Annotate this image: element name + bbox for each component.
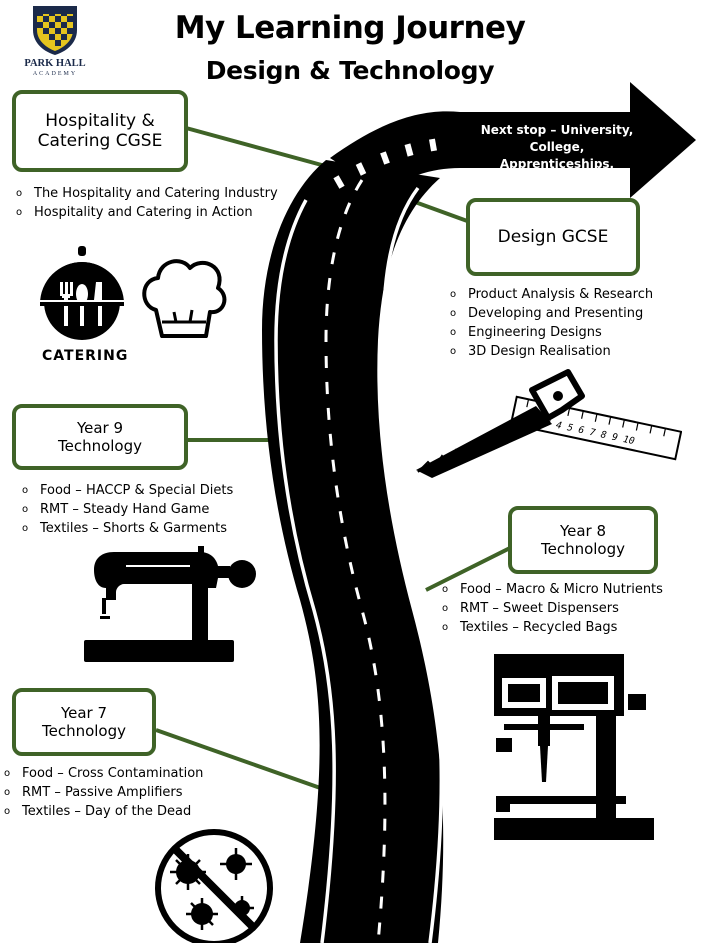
year9-box: Year 9 Technology [12, 404, 188, 470]
connector-year8 [425, 546, 511, 592]
school-name: PARK HALL [24, 58, 86, 69]
page-title: My Learning Journey [174, 10, 526, 46]
list-item: Food – Cross Contamination [4, 764, 203, 783]
list-item: 3D Design Realisation [450, 342, 653, 361]
school-logo: PARK HALL ACADEMY [20, 4, 90, 84]
design-gcse-label: Design GCSE [497, 226, 609, 247]
year9-label-line-2: Technology [57, 437, 143, 455]
list-item: RMT – Passive Amplifiers [4, 783, 203, 802]
chef-hat-icon [142, 259, 227, 338]
list-item: Textiles – Day of the Dead [4, 802, 203, 821]
page-subtitle: Design & Technology [205, 56, 495, 85]
year7-label-line-1: Year 7 [60, 704, 108, 722]
design-gcse-box: Design GCSE [466, 198, 640, 276]
list-item: Hospitality and Catering in Action [16, 203, 278, 222]
arrow-icon [330, 82, 696, 198]
year7-topics: Food – Cross Contamination RMT – Passive… [4, 764, 203, 821]
list-item: Engineering Designs [450, 323, 653, 342]
list-item: Textiles – Shorts & Garments [22, 519, 233, 538]
next-stop-text: Next stop – University, College, Apprent… [472, 122, 642, 190]
catering-label: CATERING [42, 348, 129, 364]
pillar-drill-icon [494, 654, 654, 840]
saw-icon: 1 2 3 4 5 6 7 8 9 10 [416, 369, 682, 478]
school-tagline: ACADEMY [32, 71, 78, 77]
year8-box: Year 8 Technology [508, 506, 658, 574]
no-germs-icon [155, 829, 273, 943]
year7-label-line-2: Technology [41, 722, 127, 740]
year8-label-line-1: Year 8 [559, 522, 607, 540]
hospitality-label-line-1: Hospitality & [45, 110, 155, 131]
year7-box: Year 7 Technology [12, 688, 156, 756]
year9-label-line-1: Year 9 [76, 419, 124, 437]
list-item: Developing and Presenting [450, 304, 653, 323]
list-item: RMT – Sweet Dispensers [442, 599, 663, 618]
connector-year7 [155, 728, 327, 792]
list-item: Product Analysis & Research [450, 285, 653, 304]
list-item: Textiles – Recycled Bags [442, 618, 663, 637]
next-stop-line-1: Next stop – University, [480, 123, 634, 137]
list-item: The Hospitality and Catering Industry [16, 184, 278, 203]
sewing-machine-icon [84, 546, 256, 662]
connector-hospitality [185, 126, 341, 172]
next-stop-line-3: careers, your future! [486, 174, 628, 188]
hospitality-box: Hospitality & Catering CGSE [12, 90, 188, 172]
list-item: RMT – Steady Hand Game [22, 500, 233, 519]
list-item: Food – Macro & Micro Nutrients [442, 580, 663, 599]
year9-topics: Food – HACCP & Special Diets RMT – Stead… [22, 481, 233, 538]
year8-label-line-2: Technology [540, 540, 626, 558]
list-item: Food – HACCP & Special Diets [22, 481, 233, 500]
hospitality-topics: The Hospitality and Catering Industry Ho… [16, 184, 278, 222]
year8-topics: Food – Macro & Micro Nutrients RMT – Swe… [442, 580, 663, 637]
next-stop-line-2: College, Apprenticeships, [499, 140, 615, 171]
school-crest-icon [33, 6, 77, 55]
hospitality-label-line-2: Catering CGSE [37, 131, 163, 151]
design-gcse-topics: Product Analysis & Research Developing a… [450, 285, 653, 361]
catering-cloche-icon [40, 246, 124, 340]
